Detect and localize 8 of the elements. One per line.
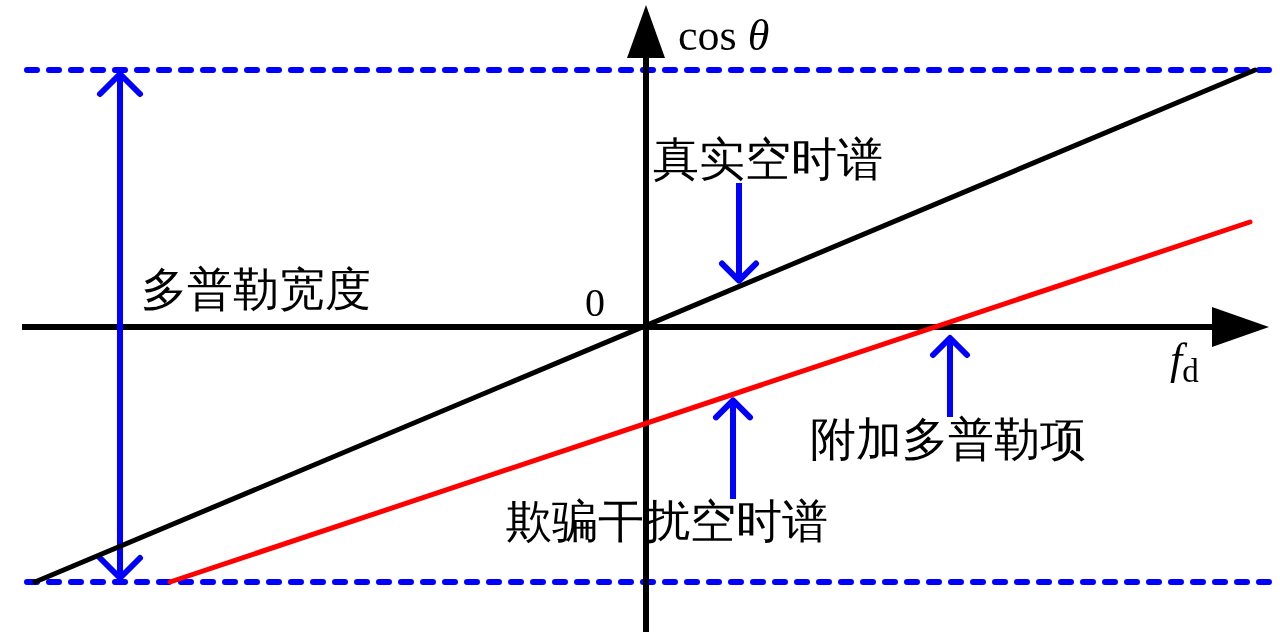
leader-arrow — [713, 397, 753, 499]
axis-label: f$_{d}$ — [1170, 338, 1199, 382]
true-spectrum-line — [32, 67, 1258, 585]
dimension-label: 多普勒宽度 — [141, 267, 371, 313]
origin-label: 0 — [585, 283, 605, 323]
axis-label: cos θ — [678, 14, 770, 58]
leader-arrow — [719, 183, 759, 284]
leader-arrow — [930, 335, 970, 417]
